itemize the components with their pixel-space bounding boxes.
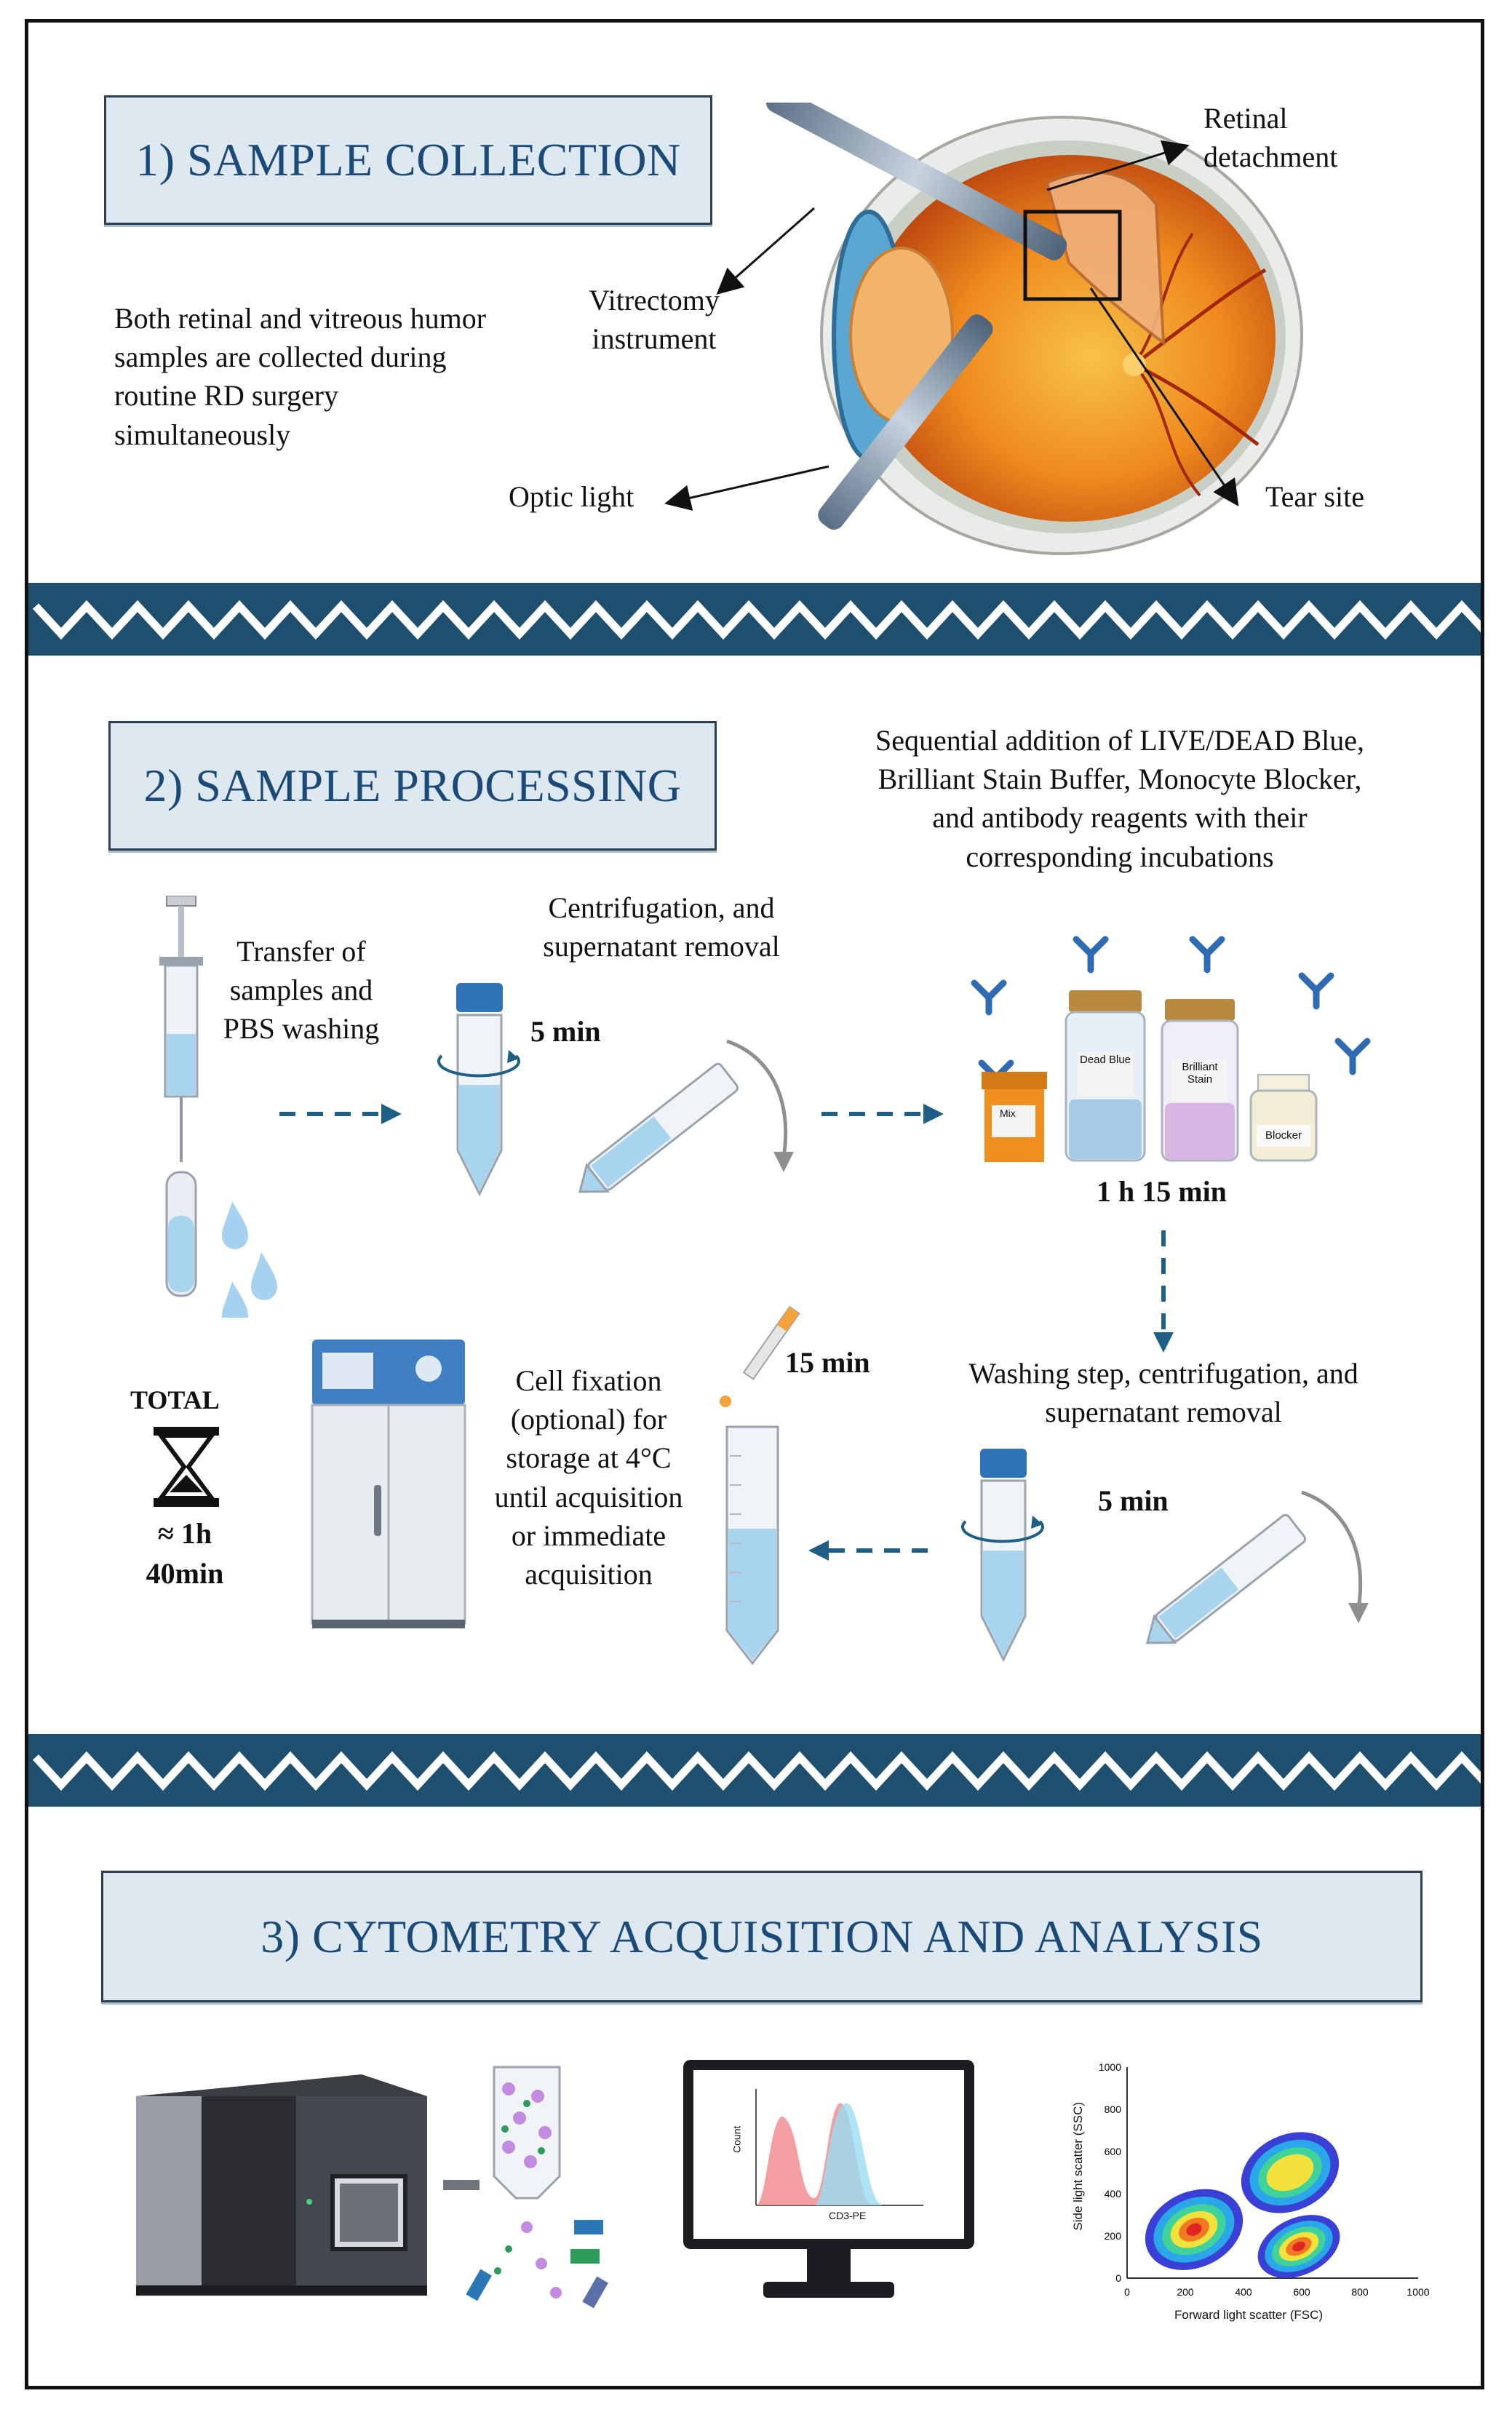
label-tear-site: Tear site: [1265, 480, 1365, 513]
figure-frame: 1) SAMPLE COLLECTION Both retinal and vi…: [25, 19, 1484, 2389]
collection-description: Both retinal and vitreous humor samples …: [114, 302, 487, 451]
cytometer-icon: [136, 2074, 427, 2296]
x-tick-label: 1000: [1406, 2286, 1429, 2298]
chevron-pattern: [32, 600, 1481, 640]
hourglass-icon: [154, 1427, 219, 1507]
bottle-label-brilliant-stain: Brilliant Stain: [1182, 1061, 1218, 1086]
step-fixation-text: Cell fixation (optional) for storage at …: [494, 1364, 683, 1591]
y-tick-label: 200: [1105, 2230, 1122, 2242]
section-2-title-text: 2) SAMPLE PROCESSING: [143, 760, 682, 811]
section-2-title: 2) SAMPLE PROCESSING: [108, 721, 717, 851]
population-density-level: [1186, 2223, 1202, 2236]
x-tick-label: 600: [1293, 2286, 1310, 2298]
collection-label-arrows: [664, 140, 1239, 511]
monitor-histogram: [683, 2060, 974, 2298]
label-vitrectomy-instrument: Vitrectomy instrument: [589, 284, 720, 356]
y-tick-label: 0: [1115, 2272, 1121, 2284]
step-transfer-text: Transfer of samples and PBS washing: [223, 935, 380, 1046]
y-tick-label: 400: [1105, 2188, 1122, 2200]
section-1-title-text: 1) SAMPLE COLLECTION: [135, 134, 681, 186]
x-tick-label: 200: [1177, 2286, 1194, 2298]
histogram-xlabel: CD3-PE: [829, 2210, 867, 2221]
scatter-density-plot: 0 200 400 600 800 1000 0 200 400 600 800 1000: [1099, 2061, 1430, 2298]
centrifugation-time: 5 min: [530, 1015, 601, 1048]
total-value-line2: 40min: [146, 1557, 224, 1590]
fixation-tube-icon: [720, 1305, 800, 1665]
scatter-xlabel: Forward light scatter (FSC): [1174, 2308, 1324, 2322]
centrifuge-tube-icon-2: [961, 1449, 1044, 1663]
bottle-label-dead-blue: Dead Blue: [1079, 1054, 1131, 1066]
chevron-pattern: [32, 1751, 1481, 1791]
flow-arrow-1: [279, 1104, 402, 1124]
step-staining-text: Sequential addition of LIVE/DEAD Blue, B…: [875, 724, 1365, 873]
y-tick-label: 800: [1105, 2103, 1122, 2115]
eye-illustration: [765, 103, 1303, 555]
fixation-time: 15 min: [785, 1346, 870, 1379]
x-tick-label: 400: [1235, 2286, 1252, 2298]
section-1-title: 1) SAMPLE COLLECTION: [104, 95, 712, 225]
y-tick-label: 1000: [1099, 2061, 1121, 2073]
label-optic-light: Optic light: [509, 480, 634, 513]
freezer-icon: [311, 1340, 466, 1628]
flow-arrow-2: [821, 1104, 944, 1124]
staining-time: 1 h 15 min: [1097, 1175, 1227, 1208]
divider-band-2: [28, 1734, 1481, 1807]
population-density-level: [1292, 2241, 1305, 2252]
x-tick-label: 800: [1351, 2286, 1369, 2298]
histogram-ylabel: Count: [731, 2125, 743, 2153]
flow-cell-icon: [443, 2066, 608, 2309]
flow-arrow-3: [1153, 1230, 1174, 1353]
syringe-icon: [159, 896, 277, 1318]
divider-band-1: [28, 583, 1481, 656]
flow-arrow-4: [808, 1540, 931, 1561]
bottle-label-blocker: Blocker: [1265, 1129, 1302, 1142]
label-retinal-detachment: Retinal detachment: [1203, 102, 1338, 174]
section-3-title: 3) CYTOMETRY ACQUISITION AND ANALYSIS: [101, 1871, 1423, 2002]
scatter-ylabel: Side light scatter (SSC): [1071, 2101, 1086, 2231]
total-value-line1: ≈ 1h: [157, 1517, 212, 1550]
step-washing-text: Washing step, centrifugation, and supern…: [968, 1357, 1358, 1429]
centrifuge-tube-icon: [437, 983, 520, 1197]
population-density-level: [1266, 2154, 1314, 2192]
section-3-title-text: 3) CYTOMETRY ACQUISITION AND ANALYSIS: [260, 1910, 1263, 1962]
total-label: TOTAL: [130, 1385, 220, 1414]
supernatant-tube-icon-2: [1145, 1490, 1369, 1644]
bottle-label-mix: Mix: [1000, 1107, 1016, 1119]
step-centrifugation-text: Centrifugation, and supernatant removal: [543, 891, 780, 963]
x-tick-label: 0: [1124, 2286, 1130, 2298]
reagent-bottles-icon: [971, 936, 1371, 1162]
supernatant-tube-icon: [578, 1039, 794, 1193]
washing-time: 5 min: [1098, 1484, 1169, 1517]
y-tick-label: 600: [1105, 2146, 1122, 2157]
